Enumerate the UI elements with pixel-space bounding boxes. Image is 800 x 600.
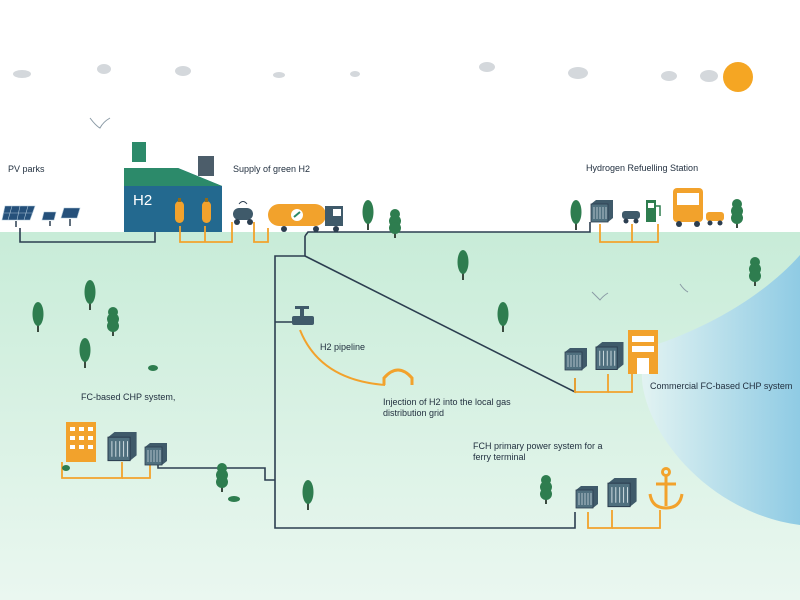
sun-icon — [723, 62, 753, 92]
label-ferry-terminal: FCH primary power system for a ferry ter… — [473, 441, 603, 462]
store-icon — [628, 330, 658, 374]
tanker-truck-icon — [268, 204, 343, 232]
gas-grid-injection-icon — [382, 368, 414, 385]
compressor-icon — [233, 201, 253, 225]
bus-icon — [673, 188, 703, 227]
building-icon — [66, 422, 96, 462]
sea — [641, 255, 800, 525]
car-icon — [622, 211, 724, 226]
label-supply-green-h2: Supply of green H2 — [233, 164, 311, 174]
label-hydrogen-refuelling-station: Hydrogen Refuelling Station — [586, 163, 699, 173]
fuel-cell-icon — [107, 431, 138, 462]
factory-icon: H2 — [124, 142, 222, 232]
label-fc-chp-system: FC-based CHP system, — [81, 392, 176, 402]
bush-icon — [62, 365, 240, 502]
label-pv-parks: PV parks — [8, 164, 45, 174]
fuel-cell-icon — [575, 485, 599, 509]
anchor-icon — [648, 467, 684, 510]
hydrogen-pipeline-network — [19, 222, 591, 529]
solar-panel-icon — [1, 205, 81, 221]
label-injection: Injection of H2 into the local gas distr… — [383, 397, 511, 418]
fuel-cell-icon — [564, 347, 588, 371]
bird-icon — [89, 117, 689, 301]
fuel-cell-icon — [595, 341, 624, 370]
label-h2-pipeline: H2 pipeline — [320, 342, 366, 352]
ground — [0, 232, 800, 600]
label-commercial-chp: Commercial FC-based CHP system — [650, 381, 793, 391]
valve-icon — [292, 306, 314, 325]
fuel-cell-icon — [144, 442, 168, 466]
fuel-pump-icon — [646, 200, 661, 222]
power-connections — [61, 222, 661, 529]
fuel-cell-icon — [607, 477, 638, 508]
fuel-cell-icon — [590, 199, 614, 223]
h2-badge: H2 — [133, 192, 152, 209]
cloud-icon — [13, 62, 718, 82]
